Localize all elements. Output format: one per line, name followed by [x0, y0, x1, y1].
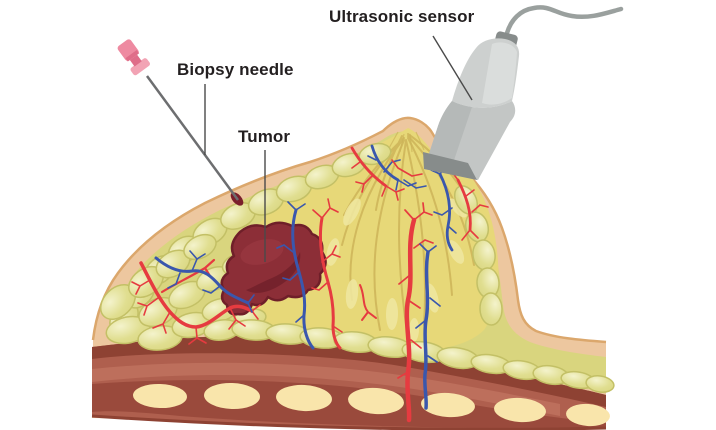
pointer-ultrasonic-sensor	[432, 35, 473, 101]
muscle-bottom-line	[91, 414, 607, 430]
muscle-light-stripe	[92, 362, 560, 416]
probe-handle-highlight	[482, 42, 517, 105]
needle-hub	[117, 39, 150, 76]
probe-head-shadow	[424, 101, 472, 172]
probe-cable	[504, 5, 624, 36]
probe-contact-tip	[423, 152, 477, 180]
biopsy-needle	[117, 39, 244, 206]
tumor-label: Tumor	[238, 127, 291, 146]
vessel-cluster-left	[131, 250, 261, 345]
ribs	[133, 382, 610, 427]
biopsy-needle-label: Biopsy needle	[177, 60, 294, 79]
blood-vessels	[131, 144, 489, 423]
vessel-cluster-under-probe	[391, 159, 489, 252]
needle-shaft	[145, 75, 240, 201]
ultrasonic-probe	[423, 5, 624, 180]
nipple-pleats	[387, 131, 425, 153]
vessel-cluster-mid	[276, 198, 343, 350]
tumor-highlight	[240, 239, 284, 265]
vessel-cluster-upper	[350, 144, 417, 201]
tumor-mass	[220, 221, 327, 316]
vessel-cluster-descending	[359, 202, 441, 423]
glandular-tissue	[244, 128, 499, 352]
label-pointers	[204, 35, 473, 262]
ultrasonic-sensor-label: Ultrasonic sensor	[329, 7, 475, 26]
tumor-shadow	[246, 252, 301, 293]
skin-outline	[91, 116, 607, 344]
